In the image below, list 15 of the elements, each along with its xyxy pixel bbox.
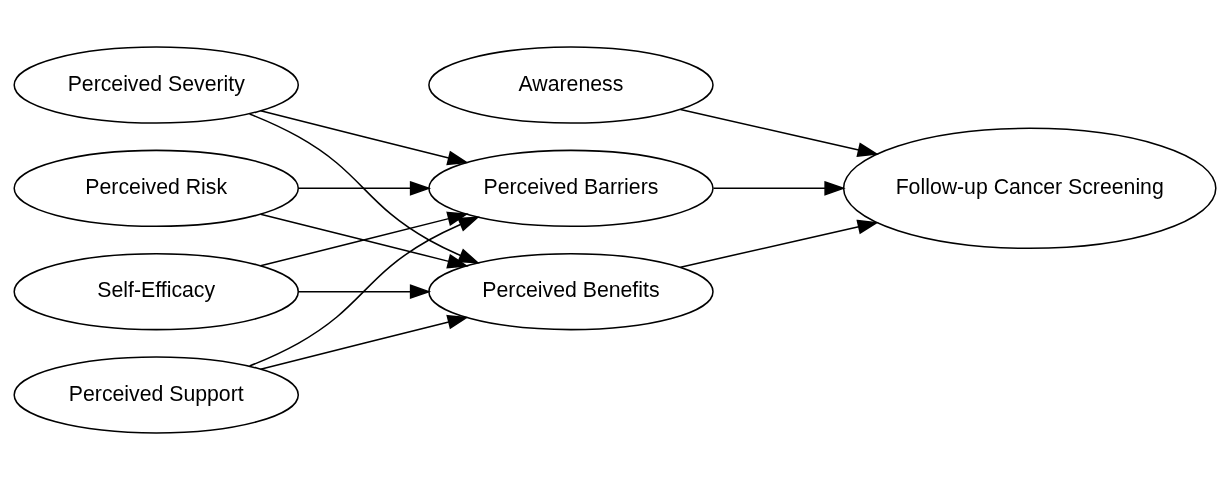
arrow — [259, 314, 469, 370]
arrow — [248, 215, 480, 367]
node-ellipse: Perceived Risk — [13, 149, 300, 227]
node-ellipse: Perceived Support — [13, 355, 300, 434]
node-ellipse: Perceived Severity — [13, 45, 300, 124]
arrow — [248, 112, 480, 264]
arrow — [259, 109, 469, 165]
arrow — [297, 283, 432, 299]
node-ellipse: Follow-up Cancer Screening — [842, 127, 1217, 249]
arrow — [712, 180, 846, 196]
arrow — [679, 108, 879, 157]
node-ellipse: Awareness — [428, 45, 714, 124]
arrow — [679, 219, 879, 268]
arrow — [297, 180, 432, 196]
node-ellipse: Self-Efficacy — [13, 252, 300, 330]
